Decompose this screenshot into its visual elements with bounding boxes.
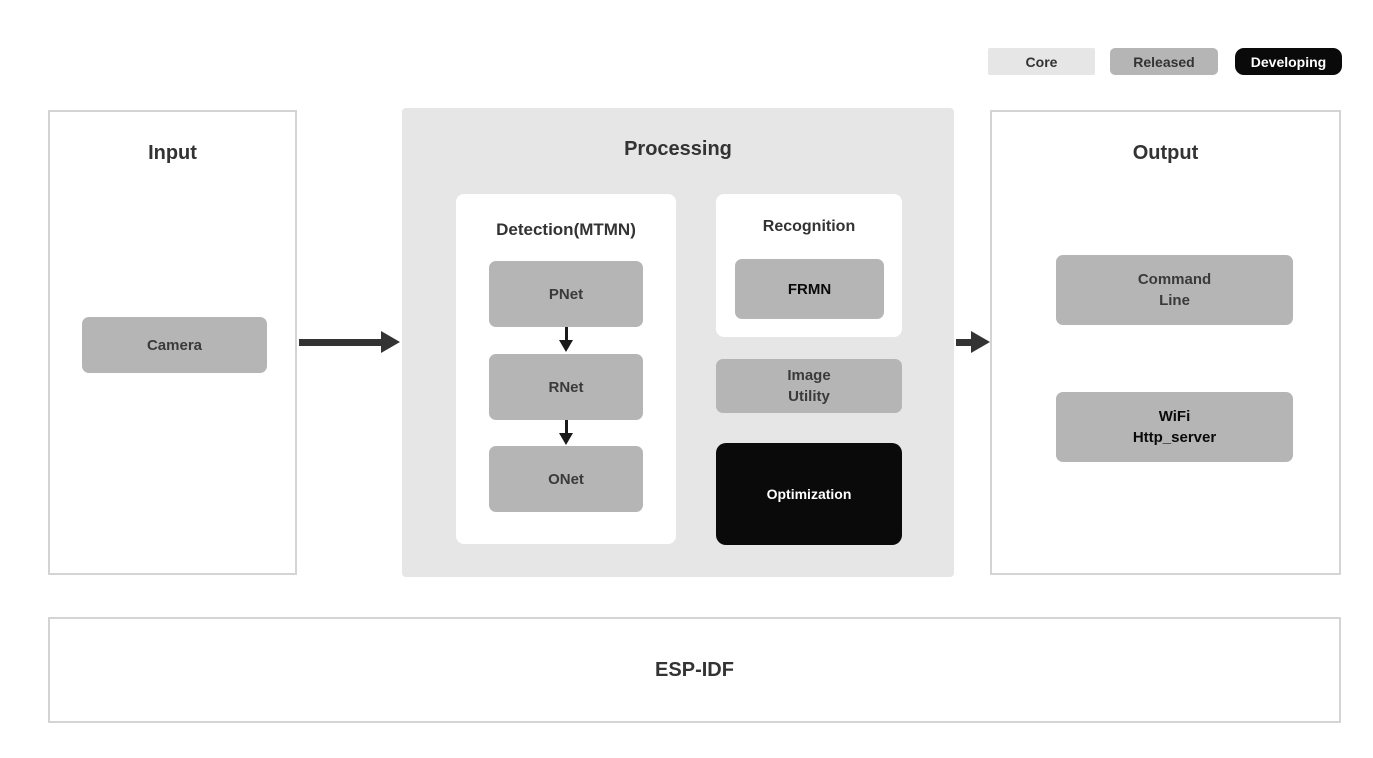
rnet-block: RNet xyxy=(489,354,643,420)
legend-core: Core xyxy=(988,48,1095,75)
espidf-panel: ESP-IDF xyxy=(48,617,1341,723)
wifi-label-line1: WiFi xyxy=(1158,408,1191,425)
onet-block: ONet xyxy=(489,446,643,512)
image-utility-label-line1: Image xyxy=(787,367,831,384)
wifi-http-server-block: WiFi Http_server xyxy=(1056,392,1293,462)
camera-label: Camera xyxy=(146,336,203,354)
arrow-pnet-to-rnet-stem xyxy=(565,327,568,341)
optimization-block: Optimization xyxy=(716,443,902,545)
espidf-title: ESP-IDF xyxy=(655,658,734,681)
processing-title: Processing xyxy=(624,138,732,160)
wifi-label-line2: Http_server xyxy=(1132,429,1217,446)
arrow-input-to-processing-shaft xyxy=(299,339,382,346)
output-panel: Output Command Line WiFi Http_server xyxy=(990,110,1341,575)
detection-title: Detection(MTMN) xyxy=(496,220,636,239)
command-line-block: Command Line xyxy=(1056,255,1293,325)
recognition-title: Recognition xyxy=(762,218,856,235)
arrow-processing-to-output-shaft xyxy=(956,339,973,346)
detection-card: Detection(MTMN) PNet RNet ONet xyxy=(456,194,676,544)
image-utility-block: Image Utility xyxy=(716,359,902,413)
arrow-rnet-to-onet-stem xyxy=(565,420,568,434)
arrow-processing-to-output-head xyxy=(971,331,990,353)
legend-developing: Developing xyxy=(1235,48,1342,75)
command-line-label-line2: Line xyxy=(1159,292,1190,309)
recognition-card: Recognition FRMN xyxy=(716,194,902,337)
arrow-input-to-processing-head xyxy=(381,331,400,353)
legend-released-label: Released xyxy=(1133,53,1195,70)
processing-panel: Processing Detection(MTMN) PNet RNet ONe… xyxy=(402,108,954,577)
optimization-label: Optimization xyxy=(766,485,852,502)
rnet-label: RNet xyxy=(548,378,584,396)
frmn-block: FRMN xyxy=(735,259,884,319)
input-panel: Input Camera xyxy=(48,110,297,575)
onet-label: ONet xyxy=(548,470,584,488)
arrow-rnet-to-onet-head xyxy=(559,433,573,445)
legend-developing-label: Developing xyxy=(1250,53,1327,70)
output-title: Output xyxy=(1132,142,1199,164)
pnet-block: PNet xyxy=(489,261,643,327)
input-title: Input xyxy=(148,142,197,164)
legend-core-label: Core xyxy=(1025,53,1058,70)
arrow-pnet-to-rnet-head xyxy=(559,340,573,352)
image-utility-label-line2: Utility xyxy=(788,388,830,405)
command-line-label-line1: Command xyxy=(1137,271,1212,288)
frmn-label: FRMN xyxy=(787,280,832,298)
legend-released: Released xyxy=(1110,48,1218,75)
pnet-label: PNet xyxy=(548,285,584,303)
camera-block: Camera xyxy=(82,317,267,373)
